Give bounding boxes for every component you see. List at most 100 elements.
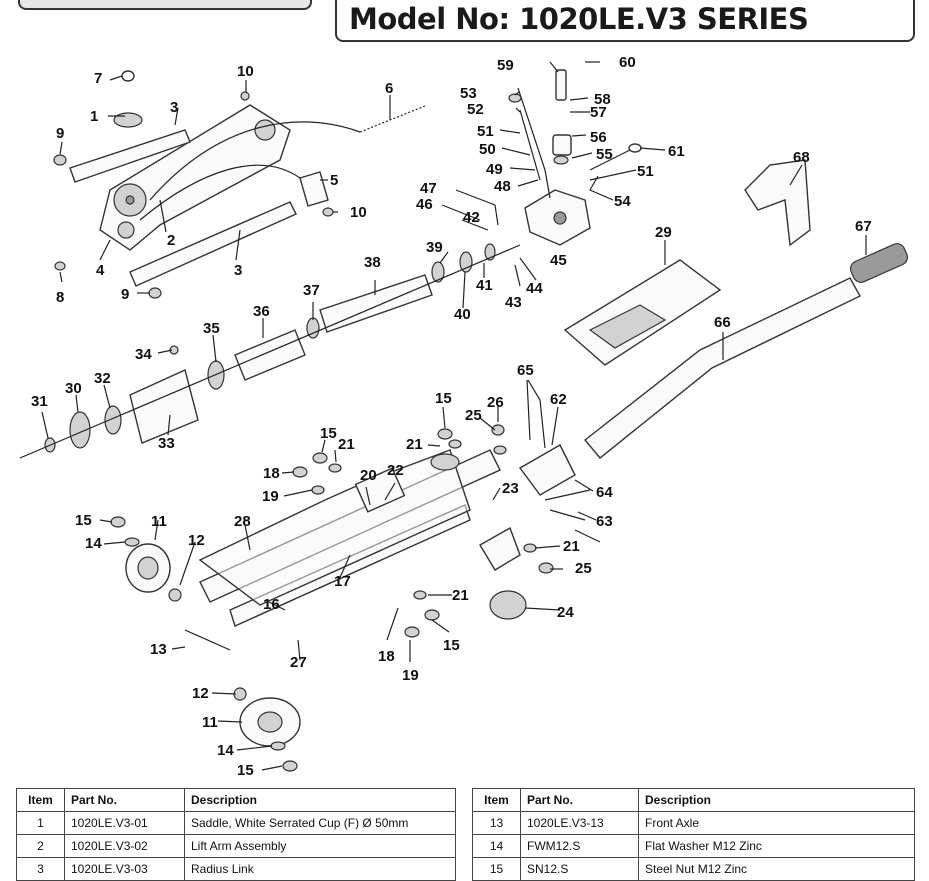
table-header-row: Item Part No. Description xyxy=(472,788,915,812)
callout-label: 15 xyxy=(435,390,452,407)
callout-label: 29 xyxy=(655,224,672,241)
column-header-part-no: Part No. xyxy=(520,788,639,812)
callout-label: 42 xyxy=(463,209,480,226)
callout-label: 6 xyxy=(385,80,393,97)
callout-label: 15 xyxy=(75,512,92,529)
cell-description: Lift Arm Assembly xyxy=(184,834,456,858)
callout-label: 26 xyxy=(487,394,504,411)
callout-label: 53 xyxy=(460,85,477,102)
callout-label: 15 xyxy=(237,762,254,779)
cell-item: 3 xyxy=(16,857,65,881)
callout-label: 14 xyxy=(85,535,102,552)
table-row: 2 1020LE.V3-02 Lift Arm Assembly xyxy=(16,834,456,858)
table-row: 15 SN12.S Steel Nut M12 Zinc xyxy=(472,857,915,881)
callout-label: 10 xyxy=(237,63,254,80)
callout-label: 25 xyxy=(575,560,592,577)
cell-part-no: SN12.S xyxy=(520,857,639,881)
callout-label: 30 xyxy=(65,380,82,397)
callout-labels: 1 2 3 3 4 5 6 7 8 9 9 10 10 11 11 12 12 … xyxy=(31,54,872,779)
callout-label: 40 xyxy=(454,306,471,323)
callout-label: 11 xyxy=(202,714,218,731)
cell-part-no: 1020LE.V3-03 xyxy=(64,857,185,881)
callout-label: 21 xyxy=(452,587,469,604)
callout-label: 3 xyxy=(234,262,242,279)
parts-table-left: Item Part No. Description 1 1020LE.V3-01… xyxy=(16,788,456,881)
column-header-description: Description xyxy=(638,788,915,812)
callout-label: 65 xyxy=(517,362,534,379)
callout-label: 17 xyxy=(334,573,351,590)
callout-label: 12 xyxy=(192,685,209,702)
callout-label: 68 xyxy=(793,149,810,166)
callout-label: 8 xyxy=(56,289,64,306)
callout-label: 35 xyxy=(203,320,220,337)
callout-label: 43 xyxy=(505,294,522,311)
callout-label: 10 xyxy=(350,204,367,221)
callout-label: 22 xyxy=(387,462,404,479)
parts-table-right: Item Part No. Description 13 1020LE.V3-1… xyxy=(472,788,915,881)
callout-label: 19 xyxy=(262,488,279,505)
cell-description: Steel Nut M12 Zinc xyxy=(638,857,915,881)
callout-label: 51 xyxy=(477,123,494,140)
cell-item: 1 xyxy=(16,811,65,835)
cell-part-no: 1020LE.V3-02 xyxy=(64,834,185,858)
cell-part-no: 1020LE.V3-13 xyxy=(520,811,639,835)
callout-label: 56 xyxy=(590,129,607,146)
callout-label: 63 xyxy=(596,513,613,530)
callout-label: 20 xyxy=(360,467,377,484)
table-row: 13 1020LE.V3-13 Front Axle xyxy=(472,811,915,835)
cell-part-no: FWM12.S xyxy=(520,834,639,858)
leader-lines xyxy=(41,61,867,771)
callout-label: 61 xyxy=(668,143,685,160)
callout-label: 67 xyxy=(855,218,872,235)
callout-label: 18 xyxy=(378,648,395,665)
callout-label: 50 xyxy=(479,141,496,158)
callout-label: 47 xyxy=(420,180,437,197)
callout-label: 55 xyxy=(596,146,613,163)
callout-label: 52 xyxy=(467,101,484,118)
callout-label: 5 xyxy=(330,172,338,189)
callout-label: 38 xyxy=(364,254,381,271)
table-header-row: Item Part No. Description xyxy=(16,788,456,812)
cell-item: 15 xyxy=(472,857,521,881)
column-header-item: Item xyxy=(16,788,65,812)
exploded-parts-diagram: 1 2 3 3 4 5 6 7 8 9 9 10 10 11 11 12 12 … xyxy=(19,54,909,779)
callout-label: 4 xyxy=(96,262,105,279)
table-row: 3 1020LE.V3-03 Radius Link xyxy=(16,857,456,881)
model-title: Model No: 1020LE.V3 SERIES xyxy=(349,2,809,36)
callout-label: 64 xyxy=(596,484,613,501)
callout-label: 21 xyxy=(406,436,423,453)
callout-label: 59 xyxy=(497,57,514,74)
callout-label: 15 xyxy=(320,425,337,442)
callout-label: 1 xyxy=(90,108,98,125)
callout-label: 18 xyxy=(263,465,280,482)
callout-label: 46 xyxy=(416,196,433,213)
callout-label: 58 xyxy=(594,91,611,108)
table-row: 14 FWM12.S Flat Washer M12 Zinc xyxy=(472,834,915,858)
callout-label: 37 xyxy=(303,282,320,299)
callout-label: 23 xyxy=(502,480,519,497)
cell-item: 14 xyxy=(472,834,521,858)
callout-label: 2 xyxy=(167,232,175,249)
cell-item: 2 xyxy=(16,834,65,858)
callout-label: 12 xyxy=(188,532,205,549)
cell-description: Front Axle xyxy=(638,811,915,835)
callout-label: 44 xyxy=(526,280,543,297)
callout-label: 27 xyxy=(290,654,307,671)
callout-label: 45 xyxy=(550,252,567,269)
callout-label: 9 xyxy=(56,125,64,142)
callout-label: 3 xyxy=(170,99,178,116)
callout-label: 21 xyxy=(338,436,355,453)
callout-label: 25 xyxy=(465,407,482,424)
callout-label: 13 xyxy=(150,641,167,658)
cell-description: Flat Washer M12 Zinc xyxy=(638,834,915,858)
cell-description: Saddle, White Serrated Cup (F) Ø 50mm xyxy=(184,811,456,835)
callout-label: 62 xyxy=(550,391,567,408)
callout-label: 36 xyxy=(253,303,270,320)
cell-part-no: 1020LE.V3-01 xyxy=(64,811,185,835)
part-drawings xyxy=(19,69,909,772)
column-header-part-no: Part No. xyxy=(64,788,185,812)
callout-label: 11 xyxy=(151,513,167,530)
cell-item: 13 xyxy=(472,811,521,835)
callout-label: 39 xyxy=(426,239,443,256)
column-header-item: Item xyxy=(472,788,521,812)
